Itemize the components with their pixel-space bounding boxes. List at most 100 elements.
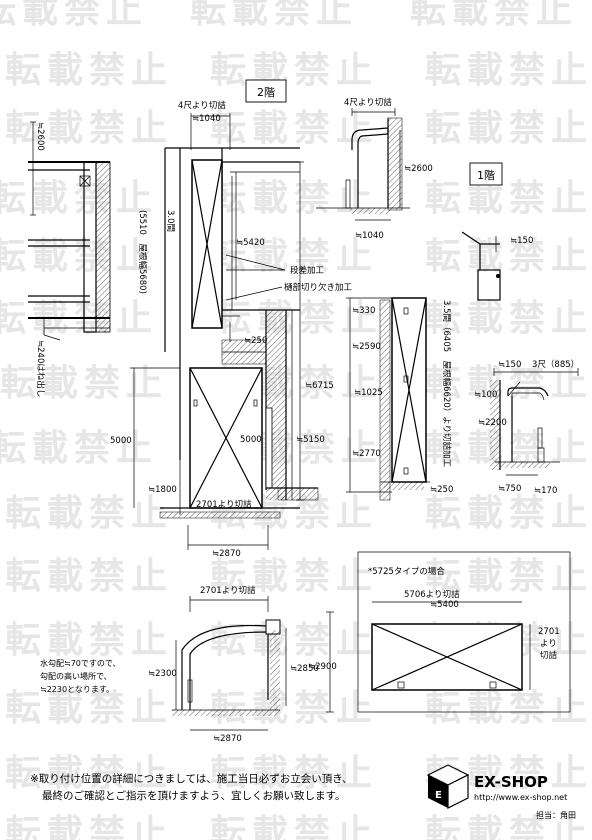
dim-5000-center: 5000 [240, 435, 262, 445]
dim-150-b: ≒150 [498, 360, 521, 370]
dim-330: ≒330 [352, 306, 375, 316]
dim-protrude-240: ≒240はね出し [35, 340, 46, 397]
side-detail-2f: 4尺より切詰 ≒2600 ≒1040 1階 ≒150 [316, 97, 533, 301]
watermark-text: 転載禁止 [210, 753, 378, 794]
brand-name: EX-SHOP [474, 773, 548, 791]
floor1-title: 1階 [477, 168, 495, 182]
floor2-title: 2階 [257, 85, 275, 99]
footer-note-1: ※取り付け位置の詳細につきましては、施工当日必ずお立会い頂き、 [30, 772, 353, 785]
dim-2600-right: ≒2600 [404, 164, 433, 174]
watermark-text: 転載禁止 [0, 178, 158, 219]
dim-2900: ≒2900 [308, 662, 337, 672]
dim-2870-a: ≒2870 [212, 549, 241, 559]
watermark-text: 転載禁止 [425, 688, 592, 729]
watermark-text: 転載禁止 [210, 813, 378, 840]
slope-note-1: 水勾配≒70ですので、 [40, 658, 121, 668]
dim-2850: ≒2850 [290, 664, 319, 674]
cut-2701-c3: 切詰 [540, 650, 558, 661]
dim-2770: ≒2770 [352, 449, 381, 459]
watermark-text: 転載禁止 [425, 236, 592, 277]
watermark-text: 転載禁止 [425, 363, 592, 404]
watermark-text: 転載禁止 [0, 236, 158, 277]
dim-6715: ≒6715 [305, 381, 334, 391]
dim-1800: ≒1800 [148, 485, 177, 495]
watermark-text: 転載禁止 [210, 556, 378, 597]
watermark-text: 転載禁止 [425, 298, 592, 339]
watermark-text: 転載禁止 [5, 108, 173, 149]
staff-name: 担当：角田 [536, 810, 576, 820]
dim-3shaku: 3尺（885） [532, 359, 579, 370]
watermark-text: 転載禁止 [190, 0, 358, 31]
dim-2200: ≒2200 [478, 418, 507, 428]
dim-1040-a: ≒1040 [192, 114, 221, 124]
cut-5706: 5706より切詰 [404, 589, 460, 600]
cut-2701-c1: 2701 [538, 627, 560, 637]
watermark-text: 転載禁止 [425, 493, 592, 534]
watermark-text: 転載禁止 [5, 813, 173, 840]
type-5725-box: *5725タイプの場合 5706より切詰 ≒5400 2701 より 切詰 [357, 551, 571, 713]
dim-2300: ≒2300 [148, 669, 177, 679]
watermark-text: 転載禁止 [425, 108, 592, 149]
watermark-text: 転載禁止 [5, 620, 173, 661]
cut-2701-b: 2701より切詰 [200, 585, 256, 596]
watermark-text: 転載禁止 [5, 688, 173, 729]
dim-5000-left: 5000 [110, 436, 132, 446]
watermark-text: 転載禁止 [5, 556, 173, 597]
dim-100: ≒100 [474, 390, 497, 400]
dim-1040-b: ≒1040 [355, 231, 384, 241]
dim-750: ≒750 [498, 484, 521, 494]
span-5510: (5510 屋根幅5680) [137, 210, 148, 294]
type-5725-label: *5725タイプの場合 [368, 566, 445, 577]
dim-left-2600: ≒2600 [35, 122, 45, 151]
cross-section: 2701より切詰 ≒2300 ≒2850 ≒2900 ≒2870 水勾配≒70で… [40, 585, 337, 744]
watermark-text: 転載禁止 [0, 363, 168, 404]
span-3ken: 3.0間 [165, 210, 175, 232]
brand-url: http://www.ex-shop.net [474, 793, 567, 802]
front-elevation-1f: ≒330 ≒2590 ≒1025 ≒2770 3.5間（6405 屋根幅6620… [346, 297, 453, 501]
watermark-text: 転載禁止 [410, 0, 578, 31]
dim-1025: ≒1025 [354, 388, 383, 398]
watermark-text: 転載禁止 [0, 0, 148, 31]
watermark-text: 転載禁止 [425, 556, 592, 597]
slope-note-3: ≒2230となります。 [40, 685, 114, 694]
dim-2590: ≒2590 [352, 342, 381, 352]
watermark-text: 転載禁止 [5, 753, 173, 794]
watermark-text: 転載禁止 [210, 688, 378, 729]
watermark-text: 転載禁止 [5, 50, 173, 91]
side-detail-1f: ≒150 3尺（885） ≒100 ≒2200 ≒750 ≒170 [474, 359, 579, 496]
watermark-text: 転載禁止 [425, 50, 592, 91]
watermark-text: 転載禁止 [210, 620, 378, 661]
dim-170: ≒170 [534, 486, 557, 496]
footer-note-2: 最終のご確認とご指示を頂けますよう、宜しくお願い致します。 [42, 789, 345, 802]
watermark-text: 転載禁止 [210, 178, 378, 219]
watermark-text: 転載禁止 [5, 493, 173, 534]
cut-4shaku-a: 4尺より切詰 [178, 100, 226, 111]
span-35ken: 3.5間（6405 屋根幅6620）より切詰加工 [441, 300, 452, 468]
slope-note-2: 勾配の高い場所で、 [40, 671, 112, 681]
watermark-text: 転載禁止 [210, 50, 378, 91]
cut-2701-c2: より [540, 639, 557, 649]
watermark-text: 転載禁止 [425, 813, 592, 840]
dim-5150: ≒5150 [296, 435, 325, 445]
cut-4shaku-b: 4尺より切詰 [344, 97, 392, 108]
footer: ※取り付け位置の詳細につきましては、施工当日必ずお立会い頂き、 最終のご確認とご… [30, 764, 576, 820]
front-elevation-2f: 2階 4尺より切詰 ≒1040 ≒5420 3.0間 (5510 屋根幅5680… [110, 79, 353, 559]
cut-2701-a: 2701より切詰 [196, 499, 252, 510]
watermark-text: 転載禁止 [0, 428, 158, 469]
left-side-elevation: ≒2600 ≒240はね出し [28, 121, 111, 397]
dim-150-a: ≒150 [510, 236, 533, 246]
svg-text:E: E [435, 790, 442, 801]
watermark-text: 転載禁止 [210, 108, 378, 149]
dim-5400: ≒5400 [430, 600, 459, 610]
note-notch: 樋部切り欠き加工 [284, 282, 353, 293]
dim-5420: ≒5420 [236, 238, 265, 248]
dim-2870-b: ≒2870 [213, 734, 242, 744]
note-step: 段差加工 [290, 265, 325, 276]
watermark-text: 転載禁止 [215, 298, 383, 339]
dim-250-b: ≒250 [430, 485, 453, 495]
watermark-text: 転載禁止 [425, 178, 592, 219]
ex-shop-logo: E [426, 764, 470, 809]
